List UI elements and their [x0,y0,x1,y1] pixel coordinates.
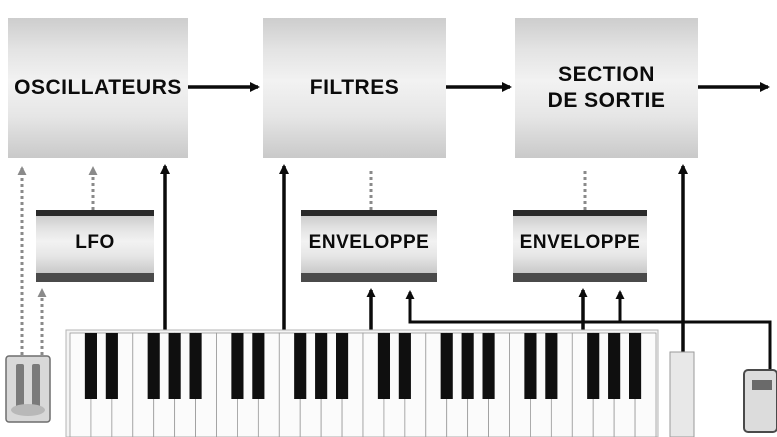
black-key [315,333,327,399]
oscillators-label: OSCILLATEURS [14,75,182,101]
black-key [148,333,160,399]
oscillators-block: OSCILLATEURS [8,18,188,158]
black-key [336,333,348,399]
black-key [524,333,536,399]
black-key [399,333,411,399]
filter-envelope-label: ENVELOPPE [309,231,430,254]
output-section-label: SECTION DE SORTIE [548,62,666,113]
black-key [190,333,202,399]
black-key [294,333,306,399]
black-key [85,333,97,399]
black-key [462,333,474,399]
black-key [378,333,390,399]
pedal-icon [670,352,777,437]
black-key [106,333,118,399]
output-envelope-block: ENVELOPPE [513,210,647,282]
black-key [629,333,641,399]
black-key [231,333,243,399]
black-key [483,333,495,399]
black-key [441,333,453,399]
output-envelope-label: ENVELOPPE [520,231,641,254]
black-key [169,333,181,399]
lfo-block: LFO [36,210,154,282]
filters-block: FILTRES [263,18,446,158]
keyboard-icon [66,330,658,437]
filters-label: FILTRES [310,75,399,101]
black-key [587,333,599,399]
lfo-label: LFO [75,231,115,254]
filter-envelope-block: ENVELOPPE [301,210,437,282]
black-key [545,333,557,399]
black-key [608,333,620,399]
output-section-block: SECTION DE SORTIE [515,18,698,158]
pitch-wheel-icon [6,356,50,422]
black-key [252,333,264,399]
